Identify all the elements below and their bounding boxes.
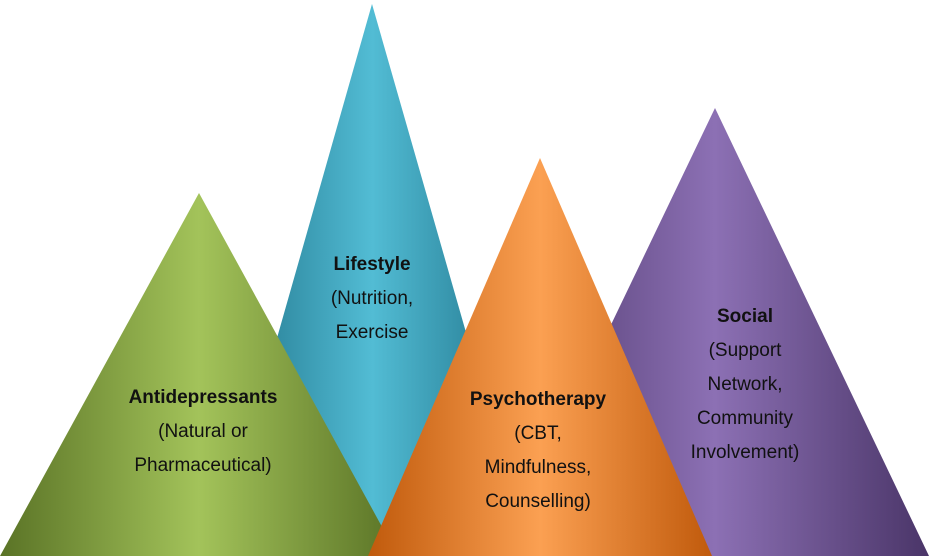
- lifestyle-line: (Nutrition,: [330, 288, 414, 309]
- lifestyle-line: Exercise: [335, 322, 409, 343]
- antidepressants-line: Pharmaceutical): [134, 455, 272, 476]
- psychotherapy-line: Counselling): [485, 491, 591, 512]
- antidepressants-triangle: [0, 193, 398, 556]
- psychotherapy-triangle: [368, 158, 712, 556]
- psychotherapy-line: Mindfulness,: [484, 457, 592, 478]
- psychotherapy-label: Psychotherapy (CBT, Mindfulness, Counsel…: [428, 383, 648, 519]
- psychotherapy-title: Psychotherapy: [469, 389, 607, 410]
- social-label: Social (Support Network, Community Invol…: [645, 300, 845, 470]
- social-line: Involvement): [690, 442, 800, 463]
- lifestyle-label: Lifestyle (Nutrition, Exercise: [272, 248, 472, 350]
- antidepressants-label: Antidepressants (Natural or Pharmaceutic…: [98, 381, 308, 483]
- lifestyle-title: Lifestyle: [333, 254, 411, 275]
- social-line: (Support: [708, 340, 782, 361]
- social-line: Network,: [707, 374, 783, 395]
- antidepressants-title: Antidepressants: [128, 387, 278, 408]
- social-title: Social: [717, 306, 773, 327]
- social-line: Community: [696, 408, 794, 429]
- antidepressants-line: (Natural or: [158, 421, 248, 442]
- psychotherapy-line: (CBT,: [514, 423, 562, 444]
